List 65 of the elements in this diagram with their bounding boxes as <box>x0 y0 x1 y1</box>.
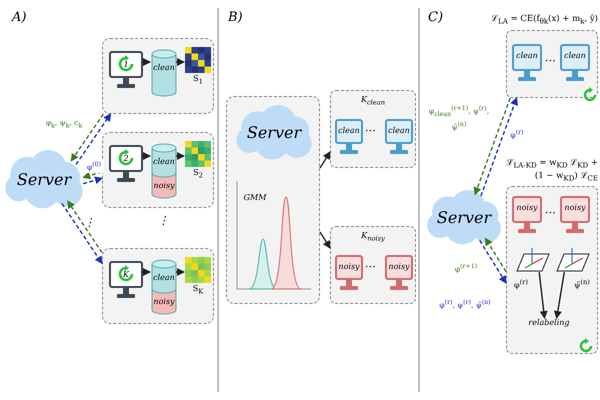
arrow <box>319 151 331 168</box>
node-label: clean <box>563 51 587 61</box>
node-caption: φ$^{(r)}$ <box>513 277 529 291</box>
dashed-arrow <box>67 200 103 253</box>
panel-letter: B) <box>228 10 243 26</box>
plot-label: GMM <box>243 193 267 203</box>
ellipsis-mark: ⋯ <box>364 262 375 272</box>
node-label: clean <box>387 126 411 136</box>
node-label: clean <box>152 63 176 73</box>
dashed-arrow <box>479 240 507 284</box>
node-caption: S$_{1}$ <box>192 74 204 87</box>
client-number: 2 <box>122 154 130 164</box>
group-heading: K$_{clean}$ <box>360 95 386 108</box>
group-panel <box>330 90 416 168</box>
dashed-panel <box>102 248 214 324</box>
dashed-arrow <box>474 98 511 196</box>
node-label: clean <box>152 273 176 283</box>
dashed-arrow <box>70 114 104 162</box>
ellipsis-mark: ⋯ <box>544 56 555 66</box>
arrow <box>319 232 331 249</box>
arrow <box>176 268 185 276</box>
arrow <box>142 268 151 276</box>
dashed-arrow <box>480 97 518 196</box>
arrow <box>142 152 151 160</box>
group-panel <box>330 226 416 304</box>
node-label: clean <box>337 126 361 136</box>
node-label: clean <box>515 51 539 61</box>
node-label: Server <box>246 123 303 143</box>
node-label: noisy <box>152 297 176 307</box>
arrow <box>176 152 185 160</box>
dashed-arrow <box>82 176 103 184</box>
node-label: noisy <box>387 262 411 272</box>
dashed-arrow <box>484 237 507 272</box>
panel-letter: A) <box>12 10 26 26</box>
arrow <box>176 58 185 66</box>
node-label: Server <box>16 170 73 190</box>
ellipsis-mark: ⋮ <box>158 216 169 226</box>
dashed-panel <box>102 132 214 208</box>
arrow <box>538 272 548 319</box>
formula-heading: ℒ$_{LA-KD}$ = w$_{KD}$ ℒ$_{KD}$ + (1 − w$_{KD}$) ℒ$_{CE}$ <box>506 158 598 184</box>
dashed-arrow <box>75 113 112 165</box>
node-label: noisy <box>152 181 176 191</box>
ellipsis-mark: ⋮ <box>84 218 95 228</box>
client-number: 1 <box>122 60 130 70</box>
node-label: clean <box>152 157 176 167</box>
arrow <box>554 272 565 319</box>
ellipsis-mark: ⋯ <box>544 208 555 218</box>
dashed-arrow <box>61 203 103 264</box>
formula-heading: ℒ$_{LA}$ = CE(f$_{θk}$(x) + m$_{k}$, ŷ) <box>490 14 598 27</box>
arrow <box>142 58 151 66</box>
node-caption: S$_{2}$ <box>192 168 204 181</box>
node-label: relabeling <box>527 318 571 328</box>
node-caption: S$_{K}$ <box>192 284 204 297</box>
dashed-panel <box>226 96 320 304</box>
node-label: Server <box>436 208 493 228</box>
dashed-arrow <box>82 171 102 180</box>
node-label: noisy <box>515 203 539 213</box>
panel-letter: C) <box>428 10 444 26</box>
node-label: noisy <box>563 203 587 213</box>
client-number: K <box>122 270 130 280</box>
ellipsis-mark: ⋯ <box>364 126 375 136</box>
node-label: noisy <box>337 262 361 272</box>
group-heading: K$_{noisy}$ <box>360 231 386 244</box>
node-caption: ψ̄$^{(n)}$ <box>573 277 591 291</box>
dashed-panel <box>102 38 214 114</box>
